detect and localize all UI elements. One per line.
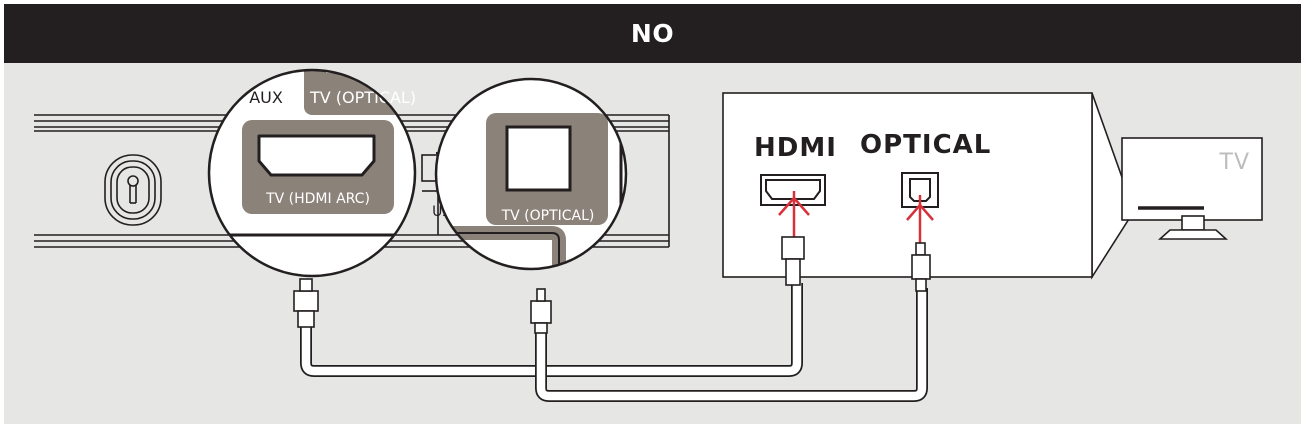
tv-optical-label-panel: OPTICAL [860,130,991,160]
tv-icon [1121,137,1263,240]
hdmi-plug-tv [781,236,805,286]
optical-plug-tv [911,242,931,292]
tv-hdmi-label: HDMI [754,133,837,163]
hdmi-arc-magnifier: AUX TV (OPTICAL) TV (HDMI ARC) [207,68,417,278]
tv-optical-label: TV (OPTICAL) [501,208,595,224]
optical-cable [535,288,928,402]
hdmi-arrow-icon [778,191,810,243]
hdmi-plug-left [293,278,319,328]
keyhole-mount-icon [104,154,162,226]
optical-plug-left [530,288,552,334]
tv-label: TV [1219,150,1251,175]
tv-optical-top-label: TV (OPTICAL) [309,88,416,107]
header-bar: NO [4,4,1301,63]
optical-magnifier: TV (OPTICAL) [434,77,628,271]
optical-arrow-icon [906,195,934,249]
header-title: NO [630,19,675,48]
diagram-frame: NO [4,4,1301,424]
aux-label: AUX [249,88,283,107]
hdmi-arc-label: TV (HDMI ARC) [265,191,370,207]
connection-diagram: AUX TV (OPTICAL) TV (HDMI ARC) UX TV (OP… [34,68,1263,402]
hdmi-cable [300,283,803,377]
